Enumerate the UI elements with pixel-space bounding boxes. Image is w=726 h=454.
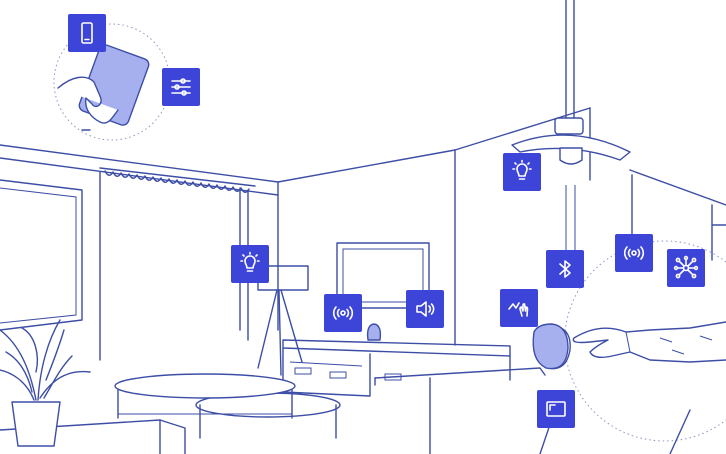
tv-console: [282, 339, 511, 397]
network-hub-icon[interactable]: [667, 249, 705, 287]
smart-device: [532, 323, 569, 370]
television: [336, 242, 430, 309]
smart-device-small: [366, 323, 382, 341]
lightbulb-icon[interactable]: [231, 245, 269, 283]
sliders-icon[interactable]: [162, 68, 200, 106]
hand-gesture-icon[interactable]: [500, 289, 538, 327]
hand-callout-circle: [564, 240, 726, 442]
speaker-volume-icon[interactable]: [406, 290, 444, 328]
wireless-signal-icon[interactable]: [615, 234, 653, 272]
coffee-table: [114, 373, 341, 439]
window: [0, 179, 83, 331]
ceiling-lamp: [511, 0, 631, 250]
wireless-signal-icon[interactable]: [324, 294, 362, 332]
room-walls: [0, 107, 726, 346]
bluetooth-icon[interactable]: [546, 250, 584, 288]
hand-holding-phone: [57, 44, 150, 131]
kitchen-counter: [374, 367, 546, 454]
smartphone-icon[interactable]: [68, 14, 106, 52]
floor-line-2: [669, 409, 691, 454]
potted-plant: [0, 319, 91, 447]
screen-icon[interactable]: [537, 390, 575, 428]
lightbulb-icon[interactable]: [503, 153, 541, 191]
curtain: [99, 167, 256, 361]
